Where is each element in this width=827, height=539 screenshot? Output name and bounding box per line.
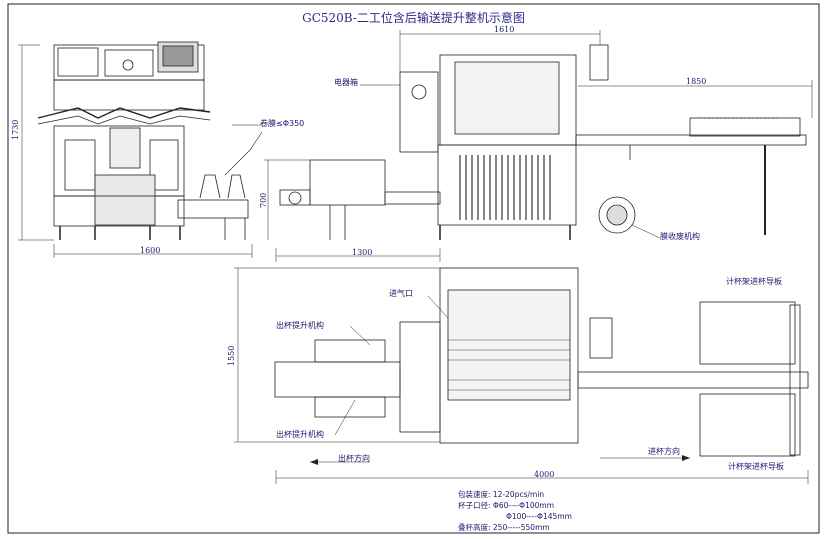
guide-top-label: 计杯架进杯导板 xyxy=(726,277,782,286)
air-inlet-label: 进气口 xyxy=(389,289,413,298)
spec-speed: 包装速度: 12-20pcs/min xyxy=(458,490,545,499)
front-bottom-width-dimension: 1300 xyxy=(352,248,373,257)
cup-lift-bottom-label: 出杯提升机构 xyxy=(276,430,324,439)
out-direction-label: 出杯方向 xyxy=(338,454,370,463)
guide-bottom-label: 计杯架进杯导板 xyxy=(728,462,784,471)
reel-label: 卷膜≤Φ350 xyxy=(260,119,305,128)
left-height-dimension: 1730 xyxy=(11,119,20,140)
in-direction-label: 进杯方向 xyxy=(648,447,680,456)
cup-lift-top-label: 出杯提升机构 xyxy=(276,321,324,330)
spec-stack-height: 叠杯高度: 250-----550mm xyxy=(458,523,550,532)
electrical-box-label: 电器箱 xyxy=(334,78,358,87)
film-recovery-label: 膜收废机构 xyxy=(660,232,700,241)
plan-view-machine xyxy=(274,267,809,457)
front-right-width-dimension: 1850 xyxy=(686,77,707,86)
spec-diameter-1: 杯子口径: Φ60----Φ100mm xyxy=(458,501,555,510)
left-width-dimension: 1600 xyxy=(140,246,161,255)
spec-notes: 包装速度: 12-20pcs/min 杯子口径: Φ60----Φ100mm Φ… xyxy=(458,489,572,533)
drawing-title: GC520B-二工位含后输送提升整机示意图 xyxy=(302,11,525,25)
plan-height-dimension: 1550 xyxy=(227,345,236,366)
drawing-border xyxy=(7,3,820,534)
front-small-height-dimension: 700 xyxy=(259,192,268,208)
plan-total-width-dimension: 4000 xyxy=(534,470,555,479)
spec-diameter-2: Φ100----Φ145mm xyxy=(506,512,572,521)
side-view-machine xyxy=(37,41,263,240)
front-top-width-dimension: 1610 xyxy=(494,25,515,34)
front-view-machine xyxy=(279,44,807,240)
